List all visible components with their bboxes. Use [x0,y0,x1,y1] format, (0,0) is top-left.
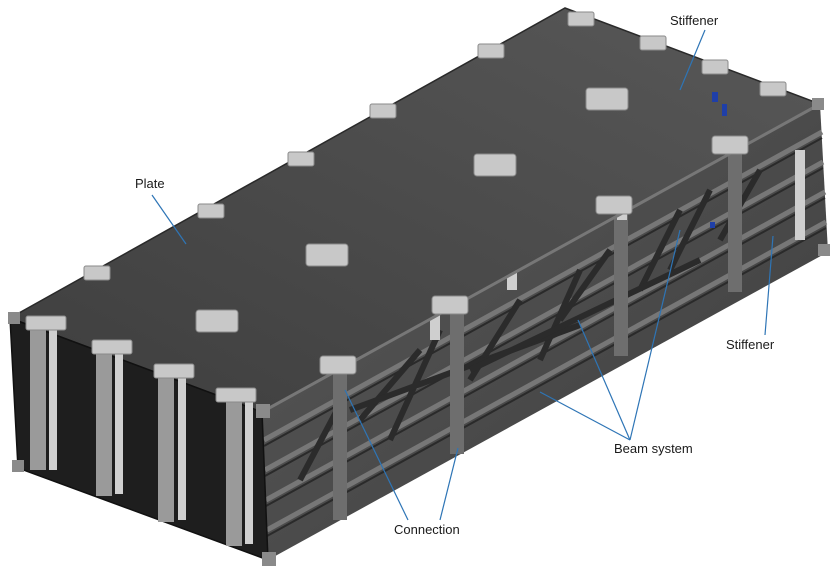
corner-fittings [8,98,830,566]
label-stiffener-top: Stiffener [670,13,719,28]
plate-leader [151,194,187,245]
beam-leader-1 [577,319,631,441]
blue-detail [710,92,727,228]
beam-leader-2 [539,391,631,441]
top-brackets [25,11,787,403]
stiffener-top-leader [679,29,706,91]
end-posts [30,322,253,546]
label-beam-system: Beam system [614,441,693,456]
label-stiffener-right: Stiffener [726,337,775,352]
connection-leader-2 [439,447,459,521]
connection-leader-1 [344,389,409,521]
stiffener-right-leader [764,235,774,336]
leader-lines [151,29,774,521]
label-connection: Connection [394,522,460,537]
beam-leader-3 [629,229,681,441]
label-plate: Plate [135,176,165,191]
